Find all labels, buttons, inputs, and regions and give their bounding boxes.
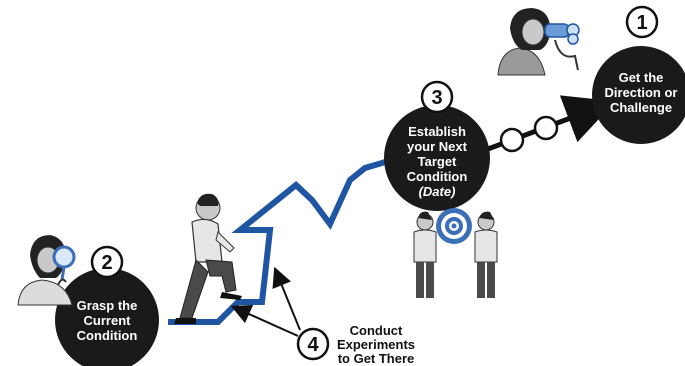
step3-line-4: Condition	[407, 169, 468, 184]
svg-text:4: 4	[307, 334, 319, 356]
step3-line-2: your Next	[407, 139, 468, 154]
svg-text:1: 1	[636, 12, 647, 34]
milestone-circle-1	[499, 127, 525, 153]
step3-line-1: Establish	[408, 124, 466, 139]
step1-line-3: Challenge	[610, 100, 672, 115]
svg-text:2: 2	[101, 252, 112, 274]
bullseye-target-icon	[436, 208, 472, 244]
step2-node: Grasp the Current Condition	[55, 268, 159, 366]
step1-node: Get the Direction or Challenge	[592, 46, 685, 144]
woman-with-magnifying-glass-icon	[17, 235, 76, 306]
step2-number-badge: 2	[90, 245, 124, 279]
step2-line-3: Condition	[77, 328, 138, 343]
step1-number-badge: 1	[625, 5, 659, 39]
svg-text:3: 3	[431, 87, 442, 109]
step4-label: Conduct Experiments to Get There	[337, 323, 415, 366]
step1-line-2: Direction or	[605, 85, 678, 100]
step3-line-5: (Date)	[419, 184, 456, 199]
step3-line-3: Target	[418, 154, 457, 169]
step3-node: Establish your Next Target Condition (Da…	[384, 105, 490, 211]
step4-pointers	[230, 266, 301, 337]
man-climbing-stairs-icon	[174, 193, 242, 324]
woman-with-binoculars-icon	[497, 8, 580, 76]
step4-number-badge: 4	[296, 327, 330, 361]
two-men-looking-at-target-icon	[413, 211, 498, 298]
step2-line-2: Current	[84, 313, 132, 328]
step2-line-1: Grasp the	[77, 298, 138, 313]
step4-line-2: Experiments	[337, 337, 415, 352]
milestone-circle-2	[533, 115, 559, 141]
step4-line-1: Conduct	[350, 323, 403, 338]
step4-line-3: to Get There	[338, 351, 415, 366]
direction-arrow	[479, 95, 616, 155]
step1-line-1: Get the	[619, 70, 664, 85]
step3-number-badge: 3	[420, 80, 454, 114]
